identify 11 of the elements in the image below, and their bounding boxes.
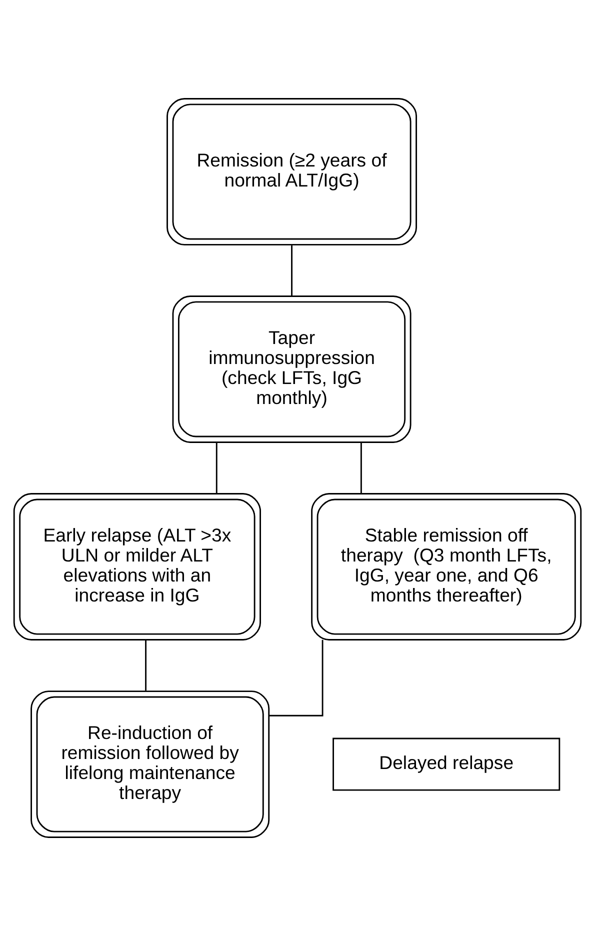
node-box: Stable remission off therapy (Q3 month LFTs, IgG, year one, and Q6 months thereafter) (311, 493, 582, 640)
node-box: Delayed relapse (332, 738, 560, 791)
connector (291, 245, 292, 296)
node-box: Early relapse (ALT >3x ULN or milder ALT elevations with an increase in IgG (13, 493, 261, 640)
node-box: Taper immunosuppression (check LFTs, IgG monthly) (172, 296, 412, 443)
node-box: Re-induction of remission followed by lifelong maintenance therapy (30, 690, 270, 838)
connector (360, 442, 362, 494)
connector (145, 640, 146, 691)
connector (216, 442, 218, 494)
node-box: Remission (≥2 years of normal ALT/IgG) (166, 98, 418, 246)
connector (268, 640, 324, 716)
